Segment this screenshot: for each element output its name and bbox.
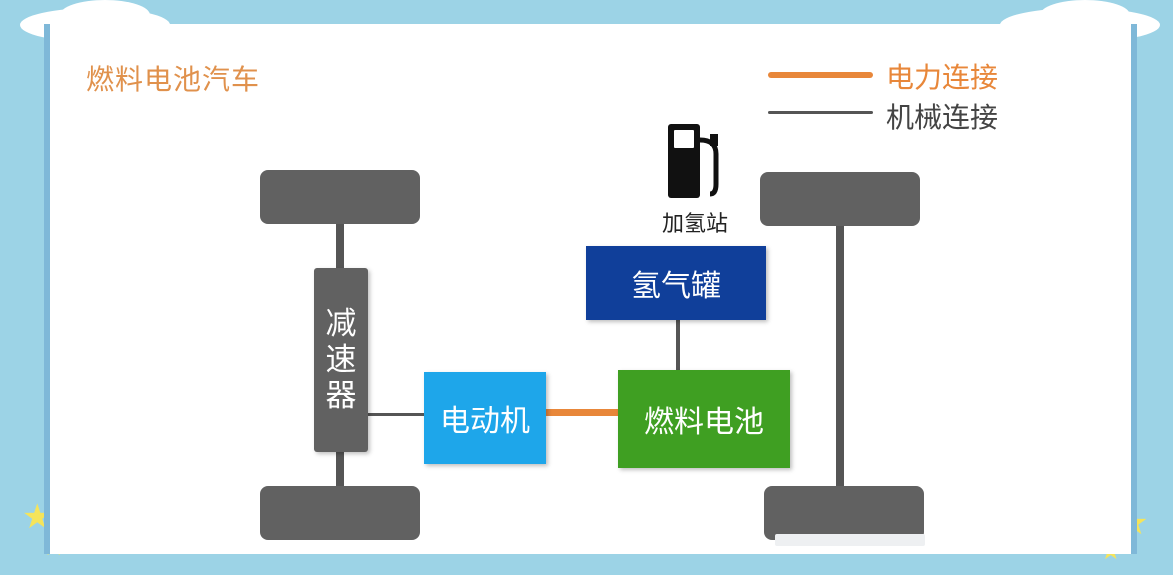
fuel-cell-label: 燃料电池: [644, 405, 764, 440]
front-axle-upper: [336, 222, 344, 270]
motor-label: 电动机: [440, 404, 530, 439]
legend-label-electric: 电力连接: [886, 61, 999, 94]
hydrogen-station-label: 加氢站: [662, 212, 729, 237]
front-axle-lower: [336, 450, 344, 488]
rear-axle: [836, 224, 844, 488]
wheel-rear-right: [764, 486, 924, 540]
reducer-label-char-3: 器: [325, 378, 357, 414]
mechanical-link-reducer-motor: [368, 413, 424, 416]
legend-line-electric: [768, 72, 873, 78]
watermark-strip: [775, 534, 925, 546]
reducer-label-char-2: 速: [325, 342, 357, 378]
reducer-label-char-1: 减: [325, 306, 357, 342]
legend-label-mechanical: 机械连接: [886, 101, 999, 134]
reducer-box: 减 速 器: [314, 268, 368, 452]
mechanical-link-tank-fuelcell: [676, 320, 680, 370]
wheel-front-right: [260, 486, 420, 540]
fuel-pump-icon: [668, 124, 719, 198]
diagram-title: 燃料电池汽车: [86, 63, 261, 96]
wheel-rear-left: [760, 172, 920, 226]
motor-box: 电动机: [424, 372, 546, 464]
fuel-cell-box: 燃料电池: [618, 370, 790, 468]
hydrogen-tank-label: 氢气罐: [631, 269, 721, 304]
hydrogen-tank-box: 氢气罐: [586, 246, 766, 320]
wheel-front-left: [260, 170, 420, 224]
legend-line-mechanical: [768, 111, 873, 114]
electric-link-motor-fuelcell: [546, 409, 618, 416]
